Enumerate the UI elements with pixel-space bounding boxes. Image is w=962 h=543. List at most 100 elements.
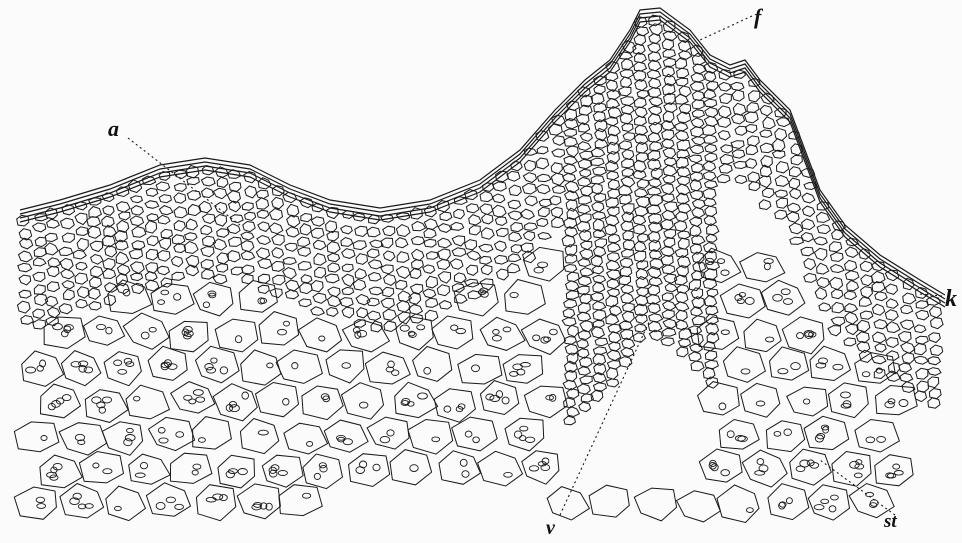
small-cell <box>620 113 632 124</box>
parenchyma-cell <box>196 485 235 521</box>
small-cell <box>662 194 674 202</box>
small-cell <box>861 287 873 298</box>
small-cell <box>885 284 897 294</box>
starch-grain <box>124 439 132 446</box>
starch-grain <box>203 302 209 308</box>
starch-grain <box>278 471 287 476</box>
starch-grain <box>176 432 184 438</box>
small-cell <box>845 304 857 313</box>
small-cell <box>174 221 185 232</box>
small-cell <box>591 256 602 267</box>
starch-grain <box>784 429 792 436</box>
small-cell <box>298 247 311 256</box>
small-cell <box>677 285 689 293</box>
small-cell <box>59 247 73 255</box>
small-cell <box>873 304 885 315</box>
small-cell <box>579 402 591 412</box>
starch-grain <box>321 394 329 400</box>
small-cell <box>858 320 870 332</box>
small-cell <box>790 189 801 200</box>
small-cell <box>203 214 216 224</box>
small-cell <box>89 302 101 310</box>
small-cell <box>285 243 297 251</box>
small-cell <box>48 258 60 267</box>
small-cell <box>748 136 760 146</box>
small-cell <box>607 361 620 369</box>
parenchyma-cell <box>766 421 804 452</box>
parenchyma-cell <box>44 317 85 349</box>
parenchyma-cell <box>524 386 567 418</box>
starch-grain <box>140 462 147 468</box>
starch-grain <box>456 329 466 334</box>
small-cell <box>609 332 621 343</box>
small-cell <box>272 234 285 245</box>
small-cell <box>564 265 576 273</box>
small-cell <box>760 143 774 152</box>
small-cell <box>33 223 46 232</box>
small-cell <box>665 284 677 292</box>
small-cell <box>692 110 704 118</box>
small-cell <box>607 368 618 380</box>
small-cell <box>647 70 661 79</box>
parenchyma-cell <box>149 417 195 450</box>
small-cell <box>703 189 716 200</box>
small-cell <box>283 268 297 279</box>
parenchyma-cell <box>326 350 364 383</box>
small-cell <box>33 320 46 329</box>
small-cell <box>928 377 939 388</box>
small-cell <box>480 204 493 215</box>
small-cell <box>885 310 898 321</box>
small-cell <box>622 204 634 215</box>
starch-grain <box>786 498 792 504</box>
small-cell <box>537 218 548 226</box>
small-cell <box>693 199 706 208</box>
parenchyma-cell <box>478 451 523 486</box>
small-cell <box>636 269 648 280</box>
small-cell <box>199 201 211 213</box>
small-cell <box>581 241 592 249</box>
small-cell <box>18 263 32 271</box>
small-cell <box>649 114 661 125</box>
small-cell <box>174 184 186 192</box>
small-cell <box>509 254 521 262</box>
starch-grain <box>125 435 135 441</box>
small-cell <box>412 221 426 230</box>
small-cell <box>635 189 648 198</box>
small-cell <box>828 326 841 336</box>
small-cell <box>131 273 143 280</box>
small-cell <box>635 107 647 118</box>
small-cell <box>621 348 634 357</box>
small-cell <box>45 243 58 255</box>
parenchyma-cell <box>810 346 851 380</box>
starch-grain <box>893 464 900 469</box>
small-cell <box>77 287 89 298</box>
small-cell <box>593 302 606 311</box>
small-cell <box>874 320 888 329</box>
small-cell <box>776 198 787 208</box>
parenchyma-cell <box>14 422 59 452</box>
small-cell <box>577 312 590 321</box>
small-cell <box>468 291 481 299</box>
small-cell <box>88 288 100 299</box>
small-cell <box>608 180 619 190</box>
small-cell <box>929 389 941 399</box>
small-cell <box>704 90 716 99</box>
small-cell <box>580 357 593 367</box>
parenchyma-cell <box>79 452 123 483</box>
starch-grain <box>533 335 540 341</box>
small-cell <box>762 188 774 198</box>
small-cell <box>607 270 621 280</box>
starch-grain <box>126 428 133 432</box>
small-cell <box>692 235 705 244</box>
small-cell <box>692 100 704 109</box>
small-cell <box>64 289 75 299</box>
small-cell <box>131 196 143 203</box>
small-cell <box>580 169 591 177</box>
starch-grain <box>198 438 205 443</box>
parenchyma-cell <box>129 454 170 484</box>
starch-grain <box>503 327 511 332</box>
small-cell <box>342 274 354 286</box>
small-cell <box>580 268 593 276</box>
small-cell <box>662 265 675 274</box>
parenchyma-cell <box>171 382 215 414</box>
